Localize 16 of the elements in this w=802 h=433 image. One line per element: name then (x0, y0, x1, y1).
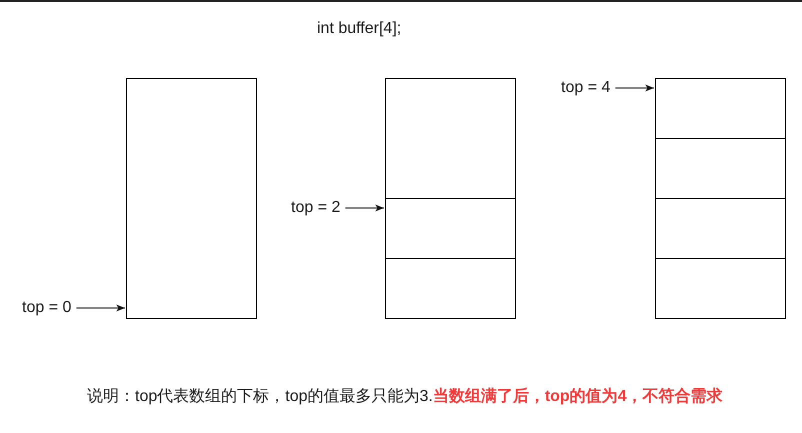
arrow (615, 84, 654, 92)
array-cell (385, 258, 516, 319)
arrow (345, 204, 384, 212)
array-cell (385, 78, 516, 199)
array-box (126, 78, 257, 319)
array-cell (655, 258, 786, 319)
pointer-label: top = 0 (22, 299, 72, 317)
array-cell (655, 78, 786, 139)
pointer-label: top = 4 (561, 79, 610, 97)
arrow (76, 304, 125, 312)
array-cell (655, 198, 786, 259)
title: int buffer[4]; (317, 20, 402, 38)
array-cell (655, 138, 786, 199)
pointer-label: top = 2 (291, 199, 340, 217)
caption-note: 说明：top代表数组的下标，top的值最多只能为3.当数组满了后，top的值为4，不符合需求 (87, 388, 723, 406)
array-cell (385, 198, 516, 259)
